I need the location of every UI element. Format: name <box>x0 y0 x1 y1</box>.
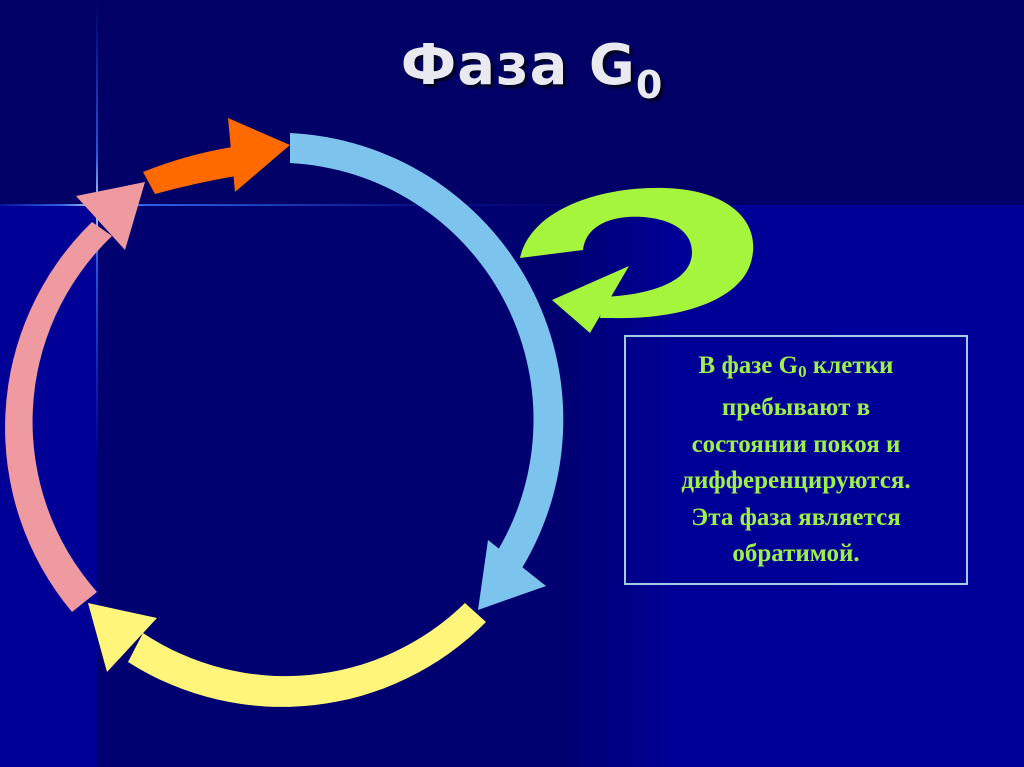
decorative-glow-vertical <box>96 0 98 767</box>
description-line-5: Эта фаза является <box>691 503 901 531</box>
description-line-3: состоянии покоя и <box>691 430 901 458</box>
description-line-1-post: клетки <box>806 351 894 379</box>
slide-title-main: Фаза G <box>400 33 636 98</box>
slide-title: Фаза G0 <box>0 33 1024 107</box>
decorative-glow-horizontal <box>0 204 1024 206</box>
blue-arc-arrow-icon <box>290 133 564 610</box>
slide-title-subscript: 0 <box>635 63 664 107</box>
green-loop-arrow-icon <box>520 187 754 333</box>
description-line-1-pre: В фазе G <box>698 351 799 379</box>
orange-arrow-icon <box>143 118 290 194</box>
description-line-6: обратимой. <box>732 540 860 567</box>
description-line-4: дифференцируются. <box>681 467 911 494</box>
yellow-arc-arrow-icon <box>88 603 486 707</box>
description-line-1: В фазе G0 клетки <box>699 348 894 391</box>
g0-description-box: В фазе G0 клетки пребывают в состоянии п… <box>624 335 968 585</box>
description-line-1-subscript: 0 <box>798 361 807 381</box>
pink-arc-arrow-icon <box>5 182 145 612</box>
description-line-2: пребывают в <box>721 394 871 421</box>
